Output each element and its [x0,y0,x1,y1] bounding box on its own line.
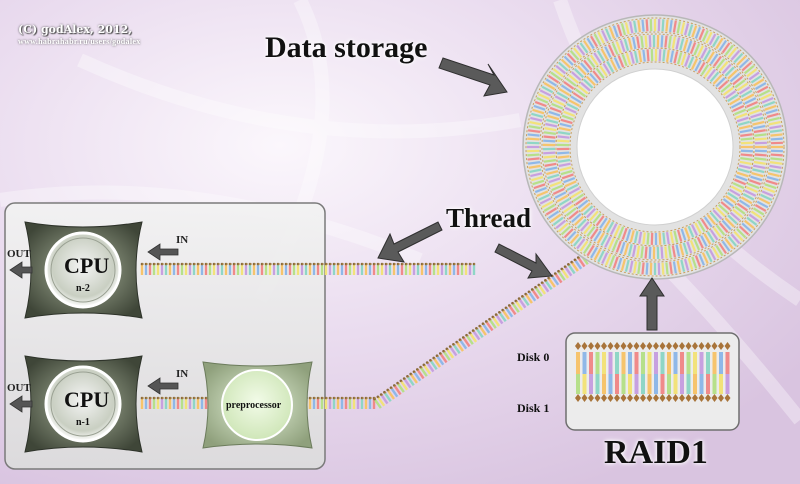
pointer-arrows [377,57,665,331]
data-storage-label: Data storage [265,31,428,64]
io-arrows [9,243,179,413]
preprocessor-chip [202,361,313,449]
out-arrow-icon [9,261,33,279]
thread-label: Thread [446,203,532,233]
cpu-n-1-index: n-1 [76,417,90,428]
cpu-n-2-index: n-2 [76,283,90,294]
preprocessor-label: preprocessor [226,400,282,411]
raid1-label: RAID1 [604,434,708,471]
cpu-n-2-out-label: OUT [7,248,31,260]
arrow-to-storage-icon [438,57,508,97]
cpu-n-1-in-label: IN [176,368,189,380]
cpu-n-1-out-label: OUT [7,382,31,394]
cpu-n-2-title: CPU [64,253,110,278]
cpu-n-1-title: CPU [64,387,110,412]
in-arrow-icon [147,377,179,395]
disk1-label: Disk 1 [517,401,550,415]
disk0-label: Disk 0 [517,350,550,364]
arrow-raid-to-storage-icon [639,277,665,331]
arrow-thread-right-icon [494,243,553,279]
thread-strand-cpu-n-2 [140,262,476,275]
data-storage-disk [522,14,788,280]
arrow-thread-left-icon [377,221,443,263]
raid1-panel [565,332,740,431]
copyright-url: www.habrahabr.ru/users/godalex [18,37,141,46]
cpu-n-2-in-label: IN [176,234,189,246]
cpu-chip-n-2 [24,221,143,319]
in-arrow-icon [147,243,179,261]
copyright-text: (C) godAlex, 2012, [18,23,133,36]
out-arrow-icon [9,395,33,413]
cpu-chip-n-1 [24,355,143,453]
